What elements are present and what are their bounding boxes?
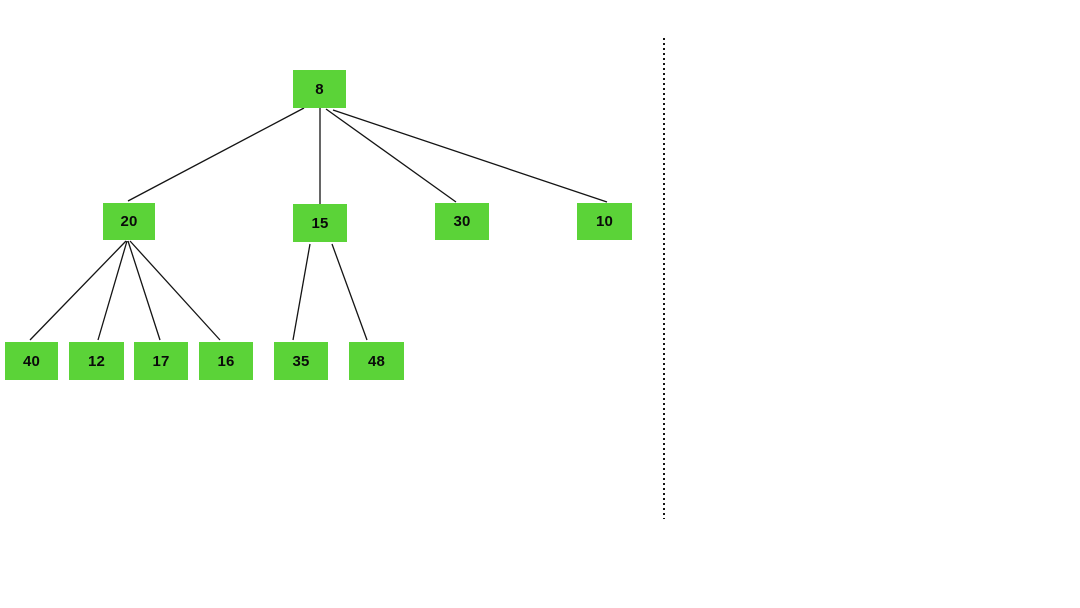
tree-node-16[interactable]: 16 bbox=[199, 342, 253, 380]
node-label: 17 bbox=[152, 352, 170, 370]
tree-edge-20-40 bbox=[29, 240, 127, 341]
tree-edge-8-20 bbox=[127, 107, 305, 202]
node-label: 10 bbox=[595, 213, 614, 230]
tree-node-48[interactable]: 48 bbox=[349, 342, 404, 380]
tree-edge-8-30 bbox=[325, 108, 457, 203]
tree-node-35[interactable]: 35 bbox=[274, 342, 328, 380]
tree-node-20[interactable]: 20 bbox=[103, 203, 155, 240]
node-label: 40 bbox=[22, 352, 41, 370]
tree-node-12[interactable]: 12 bbox=[69, 342, 124, 380]
node-label: 35 bbox=[292, 352, 310, 370]
tree-edge-20-17 bbox=[127, 240, 161, 341]
tree-edge-20-12 bbox=[97, 240, 128, 341]
tree-node-10[interactable]: 10 bbox=[577, 203, 632, 240]
tree-edge-8-10 bbox=[332, 109, 608, 203]
tree-edge-20-16 bbox=[129, 240, 221, 341]
tree-node-8[interactable]: 8 bbox=[293, 70, 346, 108]
node-label: 30 bbox=[453, 213, 471, 230]
node-label: 12 bbox=[87, 352, 106, 370]
tree-edge-15-35 bbox=[292, 243, 311, 341]
node-label: 8 bbox=[315, 80, 324, 98]
tree-node-40[interactable]: 40 bbox=[5, 342, 58, 380]
node-label: 48 bbox=[367, 352, 386, 370]
tree-edge-15-48 bbox=[331, 243, 368, 341]
tree-node-17[interactable]: 17 bbox=[134, 342, 188, 380]
node-label: 15 bbox=[311, 214, 329, 232]
tree-node-15[interactable]: 15 bbox=[293, 204, 347, 242]
tree-node-30[interactable]: 30 bbox=[435, 203, 489, 240]
node-label: 16 bbox=[217, 352, 235, 370]
node-label: 20 bbox=[120, 213, 138, 230]
